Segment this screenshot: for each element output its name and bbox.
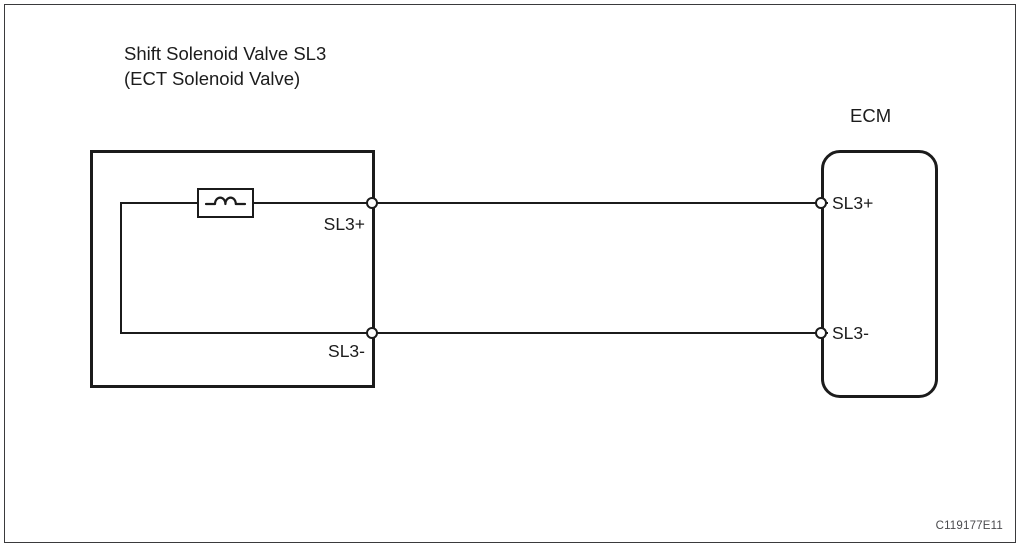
harness-wire-sl3-minus [373,332,828,334]
solenoid-internal-wire-left [120,202,122,334]
terminal-solenoid-sl3-plus[interactable] [366,197,378,209]
coil-winding-icon [204,196,247,206]
pin-label-solenoid-sl3-minus: SL3- [328,341,365,361]
pin-label-ecm-sl3-plus: SL3+ [832,193,874,213]
pin-label-solenoid-sl3-plus: SL3+ [323,214,365,234]
terminal-solenoid-sl3-minus[interactable] [366,327,378,339]
ecm-title: ECM [850,105,892,126]
harness-wire-sl3-plus [373,202,828,204]
diagram-frame: Shift Solenoid Valve SL3 (ECT Solenoid V… [4,4,1016,543]
ecm-enclosure [821,150,938,398]
terminal-ecm-sl3-plus[interactable] [815,197,827,209]
solenoid-title-line2: (ECT Solenoid Valve) [124,68,301,89]
solenoid-enclosure [90,150,375,388]
figure-reference-code: C119177E11 [935,520,1003,532]
solenoid-title: Shift Solenoid Valve SL3 (ECT Solenoid V… [124,41,326,91]
pin-label-ecm-sl3-minus: SL3- [832,323,869,343]
terminal-ecm-sl3-minus[interactable] [815,327,827,339]
inductor-coil-icon [197,188,254,218]
solenoid-internal-wire-bottom [120,332,376,334]
solenoid-title-line1: Shift Solenoid Valve SL3 [124,43,327,64]
